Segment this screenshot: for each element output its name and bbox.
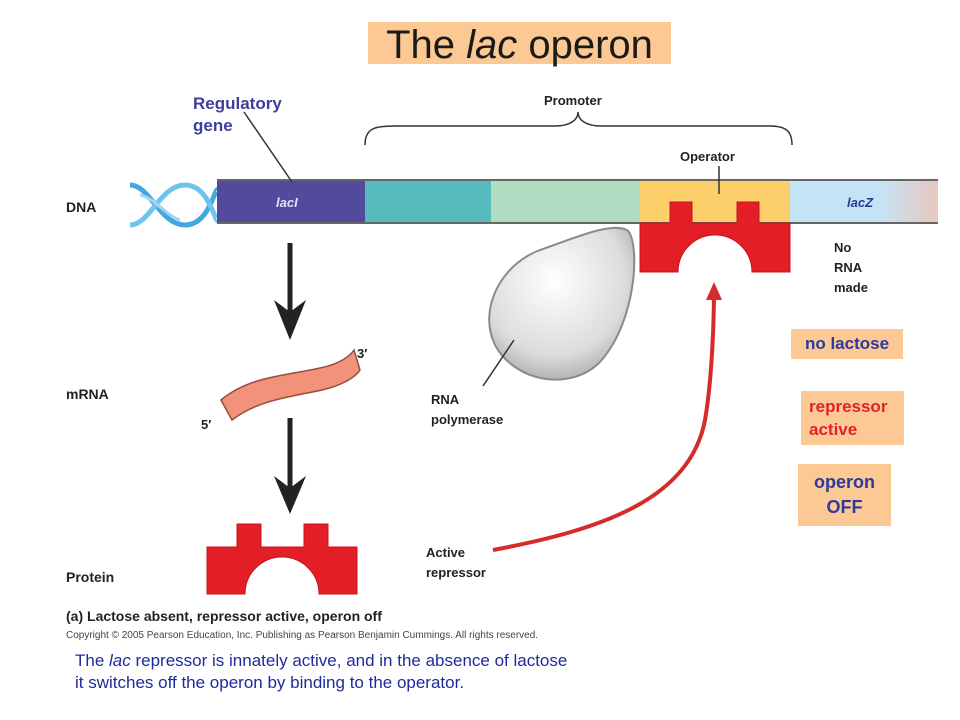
operator-segment bbox=[640, 180, 790, 223]
rna-polymerase-pointer bbox=[482, 339, 515, 387]
lacz-gene-segment bbox=[790, 180, 938, 223]
dna-helix bbox=[129, 182, 221, 228]
regulatory-gene-pointer bbox=[243, 111, 293, 183]
promoter-segment-1 bbox=[365, 180, 491, 223]
operator-label: Operator bbox=[680, 149, 735, 164]
promoter-label: Promoter bbox=[544, 93, 602, 108]
operon-off-tag: operon OFF bbox=[798, 464, 891, 526]
mrna-label: mRNA bbox=[66, 386, 109, 402]
laci-gene-segment bbox=[217, 180, 365, 223]
repressor-protein bbox=[206, 523, 358, 595]
rna-polymerase-label: RNA polymerase bbox=[431, 392, 504, 427]
promoter-segment-2 bbox=[491, 180, 640, 223]
lacz-label: lacZ bbox=[847, 195, 874, 210]
explanation-text: The lac repressor is innately active, an… bbox=[75, 651, 568, 692]
dna-label: DNA bbox=[66, 199, 97, 215]
no-lactose-tag: no lactose bbox=[791, 329, 903, 359]
regulatory-gene-label: Regulatory gene bbox=[193, 94, 282, 135]
translation-arrow bbox=[274, 418, 306, 514]
rna-polymerase-shape bbox=[488, 226, 636, 381]
promoter-bracket bbox=[364, 111, 793, 146]
figure-caption: (a) Lactose absent, repressor active, op… bbox=[66, 608, 382, 624]
active-repressor-label: Active repressor bbox=[426, 545, 486, 580]
transcription-arrow bbox=[274, 243, 306, 340]
mrna-strand bbox=[220, 348, 361, 422]
protein-label: Protein bbox=[66, 569, 115, 585]
three-prime-label: 3′ bbox=[357, 346, 368, 361]
laci-label: lacI bbox=[276, 195, 298, 210]
active-repressor-arrow bbox=[492, 289, 716, 552]
five-prime-label: 5′ bbox=[201, 417, 212, 432]
bound-repressor bbox=[639, 201, 791, 273]
repressor-active-tag: repressor active bbox=[801, 391, 904, 445]
copyright-notice: Copyright © 2005 Pearson Education, Inc.… bbox=[66, 630, 539, 641]
page-title: The lac operon bbox=[368, 22, 671, 67]
no-rna-made-label: No RNA made bbox=[834, 240, 868, 295]
